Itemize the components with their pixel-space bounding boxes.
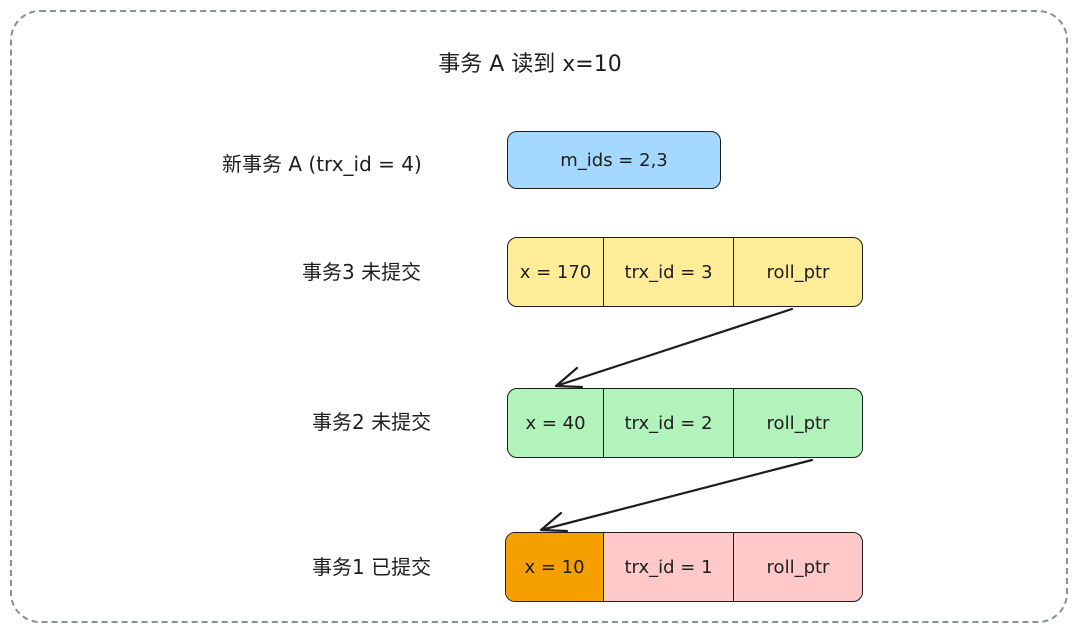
roll-ptr-cell: roll_ptr xyxy=(766,412,830,434)
trx-id-cell: trx_id = 3 xyxy=(604,238,734,306)
diagram-frame xyxy=(10,10,1068,623)
visible-value-cell: x = 10 xyxy=(506,533,604,601)
version-record-trx-3: x = 170 trx_id = 3 roll_ptr xyxy=(507,237,863,307)
new-transaction-label: 新事务 A (trx_id = 4) xyxy=(222,152,422,176)
value-cell: x = 40 xyxy=(508,389,604,457)
version-record-trx-1: x = 10 trx_id = 1 roll_ptr xyxy=(505,532,863,602)
trx-id-cell: trx_id = 1 xyxy=(604,533,734,601)
roll-ptr-arrow-2-to-1 xyxy=(539,458,814,533)
m-ids-box: m_ids = 2,3 xyxy=(507,131,721,189)
version-record-trx-2: x = 40 trx_id = 2 roll_ptr xyxy=(507,388,863,458)
roll-ptr-cell: roll_ptr xyxy=(766,556,830,578)
roll-ptr-cell: roll_ptr xyxy=(766,261,830,283)
value-cell: x = 170 xyxy=(508,238,604,306)
diagram-title: 事务 A 读到 x=10 xyxy=(438,52,622,77)
trx-id-cell: trx_id = 2 xyxy=(604,389,734,457)
transaction-2-label: 事务2 未提交 xyxy=(312,410,432,434)
transaction-1-label: 事务1 已提交 xyxy=(312,555,432,579)
transaction-3-label: 事务3 未提交 xyxy=(302,260,422,284)
roll-ptr-arrow-3-to-2 xyxy=(554,307,794,389)
